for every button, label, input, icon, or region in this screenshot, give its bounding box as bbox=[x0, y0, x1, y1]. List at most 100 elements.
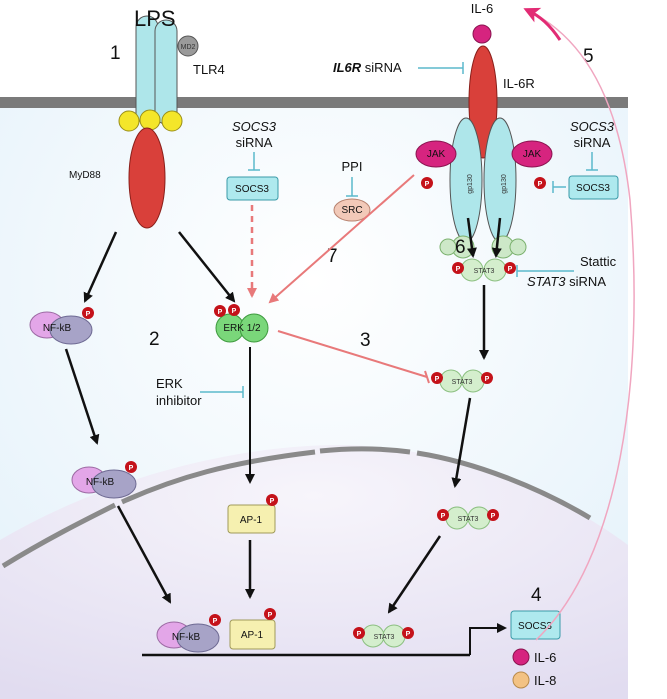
socs3-product-box bbox=[510, 610, 561, 640]
socs3-sirna-right-label: siRNA bbox=[574, 135, 611, 150]
erk-inhibitor-label-2: inhibitor bbox=[156, 393, 202, 408]
md2-label: MD2 bbox=[181, 44, 196, 51]
il6-legend-label: IL-6 bbox=[534, 650, 556, 665]
svg-text:P: P bbox=[270, 498, 275, 505]
step-3: 3 bbox=[360, 330, 371, 351]
svg-text:STAT3: STAT3 bbox=[458, 516, 479, 523]
myd88-to-nfkb-arrow bbox=[83, 231, 118, 303]
myd88-protein bbox=[128, 127, 166, 229]
svg-text:JAK: JAK bbox=[523, 149, 542, 160]
il6r-sirna-inhibition bbox=[418, 62, 464, 74]
svg-text:P: P bbox=[86, 311, 91, 318]
svg-text:STAT3: STAT3 bbox=[374, 634, 395, 641]
il6-feedback-arrowhead-accent bbox=[526, 8, 562, 41]
step-6: 6 bbox=[455, 237, 466, 258]
svg-text:P: P bbox=[357, 631, 362, 638]
socs3-sirna-left-label: siRNA bbox=[236, 135, 273, 150]
tlr4-receptor: MD2 bbox=[135, 15, 199, 125]
svg-text:STAT3: STAT3 bbox=[452, 379, 473, 386]
step-1: 1 bbox=[110, 43, 121, 64]
il6r-sirna-label: IL6R siRNA bbox=[333, 60, 402, 75]
gp130-to-stat3-arrow-left bbox=[466, 217, 477, 258]
erk-complex: ERK 1/2 P P bbox=[214, 304, 269, 343]
socs3-sirna-right-inhibition bbox=[586, 152, 598, 171]
ppi-label: PPI bbox=[342, 159, 363, 174]
gp130-label-left: gp130 bbox=[467, 174, 474, 194]
lps-label: LPS bbox=[134, 6, 176, 31]
ppi-inhibition bbox=[346, 177, 358, 197]
svg-text:P: P bbox=[268, 612, 273, 619]
svg-text:P: P bbox=[218, 309, 223, 316]
nfkb-down-arrow-2 bbox=[116, 505, 172, 604]
nfkb-nuclear: NF-kB P bbox=[156, 614, 221, 653]
stat3-down-arrow-2 bbox=[451, 397, 472, 488]
gp130-to-stat3-arrow-right bbox=[491, 217, 502, 258]
svg-text:AP-1: AP-1 bbox=[241, 630, 264, 641]
stat3-dimer-nuclear: STAT3 P P bbox=[437, 506, 499, 530]
gp130-phospho: P P bbox=[421, 177, 546, 189]
stattic-label: Stattic bbox=[580, 254, 617, 269]
erk-inhibits-stat3 bbox=[277, 330, 430, 384]
myd88-label: MyD88 bbox=[69, 170, 101, 181]
socs3-box-right bbox=[568, 175, 619, 200]
jak-right: JAK bbox=[511, 140, 553, 168]
src-label: SRC bbox=[341, 205, 362, 216]
socs3-sirna-right-gene: SOCS3 bbox=[570, 119, 615, 134]
erk-inhibitor-inhibition bbox=[200, 386, 244, 398]
svg-text:P: P bbox=[213, 618, 218, 625]
socs3-box-left bbox=[226, 176, 279, 201]
svg-text:P: P bbox=[485, 376, 490, 383]
svg-text:ERK 1/2: ERK 1/2 bbox=[223, 323, 261, 334]
step-7: 7 bbox=[327, 246, 338, 267]
myd88-to-erk-arrow bbox=[178, 231, 236, 303]
socs3-sirna-left-inhibition bbox=[248, 152, 260, 171]
socs3-box-right-label: SOCS3 bbox=[576, 183, 610, 194]
stat3-down-arrow-3 bbox=[387, 535, 442, 614]
jak-to-erk-arrow bbox=[268, 174, 415, 304]
stat3-dimer-dna: STAT3 P P bbox=[353, 624, 414, 648]
svg-text:JAK: JAK bbox=[427, 149, 446, 160]
svg-text:P: P bbox=[425, 181, 430, 188]
svg-text:STAT3: STAT3 bbox=[474, 268, 495, 275]
stat3-dimer-top: STAT3 P P bbox=[452, 258, 516, 282]
il6-legend-dot bbox=[512, 648, 530, 666]
il6r-label: IL-6R bbox=[503, 76, 535, 91]
step-5: 5 bbox=[583, 46, 594, 67]
socs3-sirna-left-gene: SOCS3 bbox=[232, 119, 277, 134]
jak-left: JAK bbox=[415, 140, 457, 168]
svg-text:NF-kB: NF-kB bbox=[43, 323, 72, 334]
stat3-sirna-label: STAT3 siRNA bbox=[527, 274, 606, 289]
plasma-membrane bbox=[0, 97, 628, 108]
svg-text:P: P bbox=[441, 513, 446, 520]
svg-text:NF-kB: NF-kB bbox=[86, 477, 115, 488]
erk-inhibitor-label-1: ERK bbox=[156, 376, 183, 391]
svg-text:P: P bbox=[232, 308, 237, 315]
step-2: 2 bbox=[149, 329, 160, 350]
svg-text:AP-1: AP-1 bbox=[240, 515, 263, 526]
nfkb-near-nucleus: NF-kB P bbox=[71, 461, 137, 499]
stat3-dimer-middle: STAT3 P P bbox=[431, 369, 493, 393]
stattic-inhibition bbox=[516, 265, 574, 277]
ap1-nuclear: AP-1 P bbox=[229, 608, 276, 650]
tlr4-label: TLR4 bbox=[193, 62, 225, 77]
md2-protein bbox=[177, 35, 199, 57]
socs3-box-left-label: SOCS3 bbox=[235, 184, 269, 195]
tir-domains bbox=[118, 109, 183, 132]
il8-legend-dot bbox=[512, 671, 530, 689]
gp130-dimer: gp130 gp130 bbox=[439, 117, 527, 259]
gp130-label-right: gp130 bbox=[501, 174, 508, 194]
nuclear-envelope bbox=[1, 446, 592, 569]
step-4: 4 bbox=[531, 585, 542, 606]
src-protein bbox=[333, 198, 371, 222]
socs3-product-label: SOCS3 bbox=[518, 621, 552, 632]
socs3-inhibits-gp130 bbox=[552, 181, 566, 193]
nfkb-cytoplasm: NF-kB P bbox=[29, 307, 94, 345]
svg-text:P: P bbox=[406, 631, 411, 638]
svg-text:P: P bbox=[538, 181, 543, 188]
svg-text:NF-kB: NF-kB bbox=[172, 632, 201, 643]
svg-text:P: P bbox=[129, 465, 134, 472]
svg-text:P: P bbox=[456, 266, 461, 273]
il6-ligand bbox=[472, 24, 492, 44]
il6-label: IL-6 bbox=[471, 1, 493, 16]
